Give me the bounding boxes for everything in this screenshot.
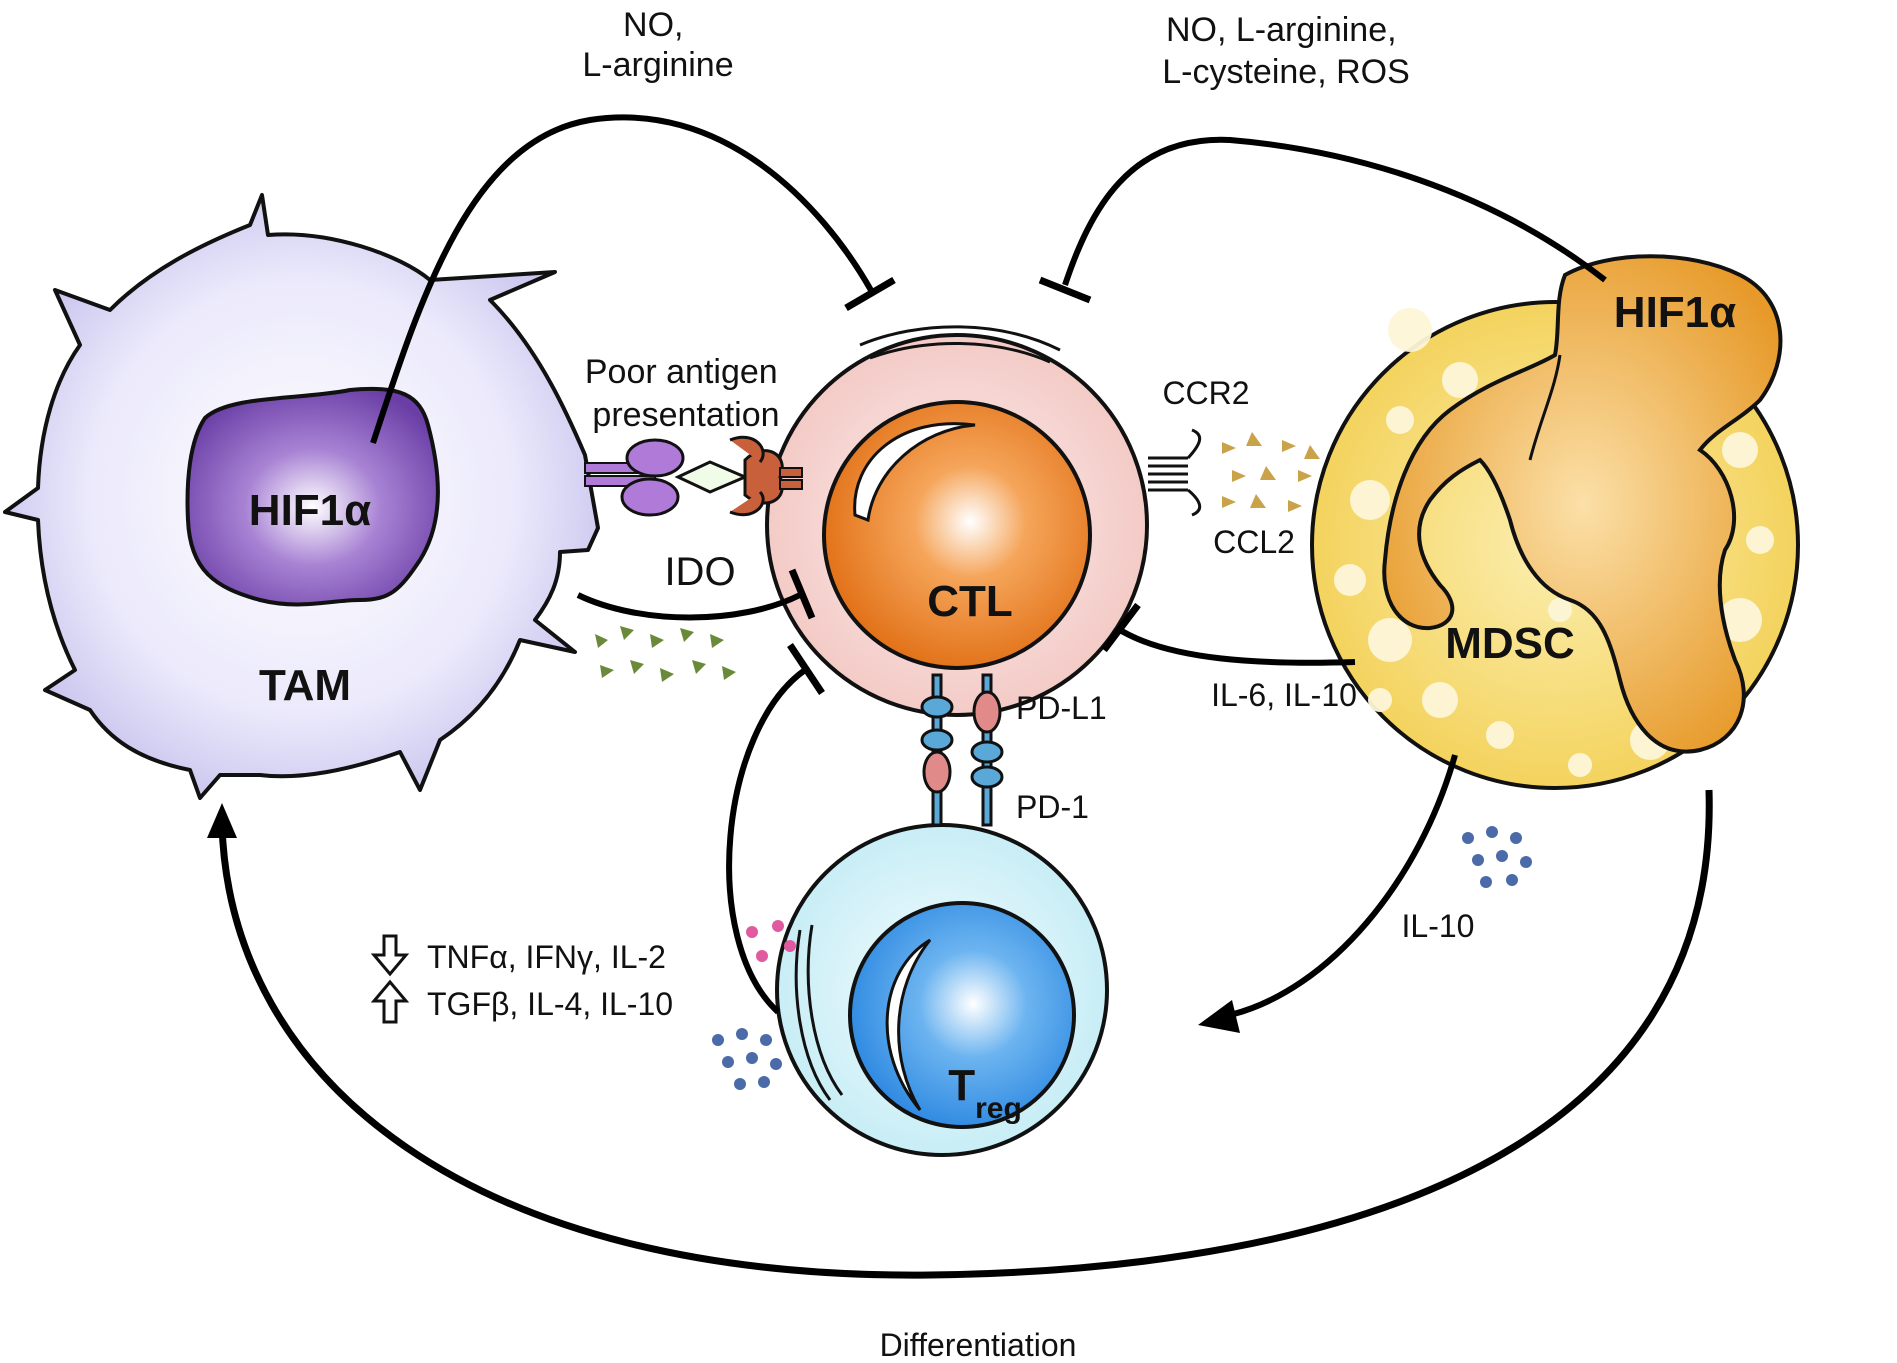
ccr2-receptor [1148, 428, 1202, 517]
mdsc-to-treg-arrow [1229, 754, 1458, 1018]
mdsc-nucleus [1382, 254, 1783, 754]
tam-secreted-factors [595, 626, 736, 682]
treg-to-ctl-bar [787, 643, 825, 695]
tam-to-ctl-inhibition-top [370, 114, 875, 444]
mdsc-cell [1310, 254, 1800, 790]
mdsc-il6-bar [1101, 602, 1141, 653]
tam-to-ctl-label-line2: L-arginine [582, 46, 733, 84]
ccr2-label: CCR2 [1162, 375, 1249, 411]
ido-label: IDO [664, 550, 735, 594]
mdsc-to-ctl-label: NO, L-arginine, L-cysteine, ROS [1162, 11, 1410, 91]
up-arrow-icon [370, 979, 410, 1024]
differentiation-arrow [218, 789, 1713, 1279]
down-cytokines-label: TNFα, IFNγ, IL-2 [427, 939, 666, 975]
treg-label-subscript: reg [975, 1092, 1022, 1125]
treg-secreted-dots [712, 1028, 782, 1090]
antigen-label-line2: presentation [592, 396, 779, 434]
mdsc-nucleus-fold [1528, 354, 1562, 461]
il6-il10-label: IL-6, IL-10 [1211, 677, 1357, 713]
mdsc-il6-inhibition-arc [1118, 627, 1356, 666]
ctl-cell [765, 325, 1149, 717]
treg-nucleus [848, 901, 1076, 1129]
ctl-nucleus-highlight [853, 422, 976, 523]
ido-bar [788, 568, 816, 620]
ido-inhibition-arc [576, 592, 802, 621]
treg-label: Treg [948, 1061, 1022, 1125]
differentiation-label: Differentiation [880, 1327, 1077, 1363]
mdsc-to-treg-arrowhead [1198, 1000, 1240, 1033]
ctl-nucleus [822, 400, 1092, 670]
ccl2-label: CCL2 [1213, 524, 1295, 560]
up-cytokines-label: TGFβ, IL-4, IL-10 [427, 986, 673, 1022]
antigen-presentation-complex [584, 435, 803, 517]
tam-label: TAM [259, 661, 351, 710]
pd1-label: PD-1 [1016, 789, 1089, 825]
mdsc-to-ctl-label-line1: NO, L-arginine, [1166, 11, 1397, 49]
antigen-label-line1: Poor antigen [585, 353, 778, 391]
mdsc-label: MDSC [1445, 619, 1575, 668]
il10-label: IL-10 [1402, 908, 1475, 944]
tam-nucleus-label: HIF1α [249, 486, 371, 535]
pdl1-label: PD-L1 [1016, 690, 1107, 726]
treg-cell [775, 823, 1109, 1157]
treg-nucleus-highlight [885, 938, 932, 1111]
ctl-label: CTL [927, 577, 1013, 626]
antigen-diamond [674, 460, 749, 494]
treg-to-ctl-inhibition-arc [726, 667, 807, 1015]
pd1-pdl1-complex [920, 673, 1004, 827]
ccl2-chemokines [1222, 432, 1320, 512]
tam-to-ctl-bar-top [844, 276, 896, 312]
treg-pink-dots [746, 920, 796, 962]
treg-label-main: T [948, 1061, 975, 1110]
mdsc-to-ctl-inhibition-top [1062, 136, 1607, 286]
antigen-label: Poor antigen presentation [585, 353, 787, 434]
differentiation-arrowhead [207, 803, 237, 838]
mdsc-il10-dots [1462, 826, 1532, 888]
tam-to-ctl-label: NO, L-arginine [582, 6, 733, 84]
mdsc-nucleus-label: HIF1α [1614, 288, 1736, 337]
tam-to-ctl-label-line1: NO, [623, 6, 683, 44]
mdsc-to-ctl-label-line2: L-cysteine, ROS [1162, 53, 1410, 91]
down-arrow-icon [370, 934, 410, 977]
mdsc-to-ctl-bar-top [1038, 276, 1092, 304]
